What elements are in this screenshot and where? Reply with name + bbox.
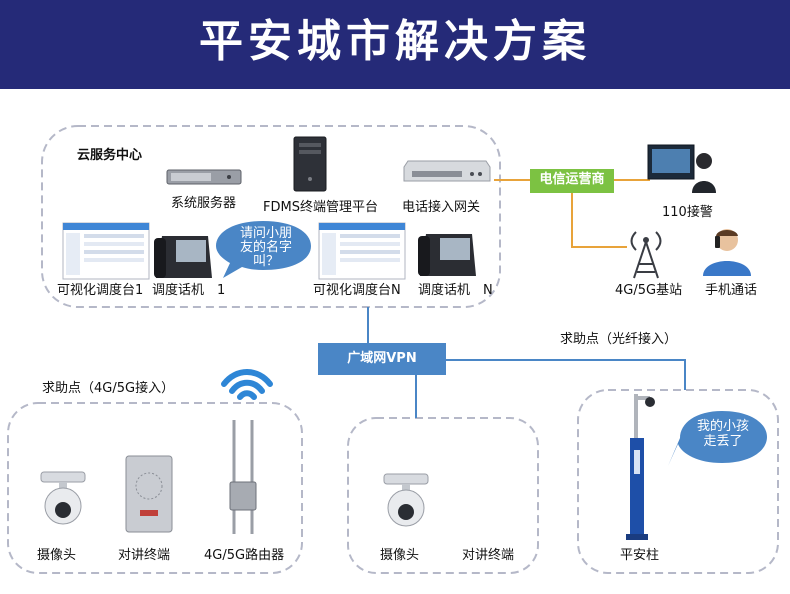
bubble-pillar-line1: 我的小孩 — [696, 419, 749, 434]
safety-pillar-icon — [626, 394, 655, 540]
link-operator-basestation — [571, 193, 627, 248]
dispatch-phone-1-icon — [154, 236, 212, 278]
telecom-operator-box: 电信运营商 — [530, 169, 614, 193]
speech-bubble-pillar — [668, 411, 767, 466]
base-station-icon — [630, 231, 662, 279]
tower-server-icon — [293, 136, 327, 192]
dispatch-console-n-icon — [318, 222, 406, 280]
speech-bubble-cloud — [216, 221, 311, 278]
intercom-left-icon — [125, 455, 173, 533]
fdms-label: FDMS终端管理平台 — [263, 200, 378, 215]
intercom-left-label: 对讲终端 — [118, 548, 171, 563]
help-4g-label: 求助点（4G/5G接入） — [42, 381, 175, 396]
camera-mid-label: 摄像头 — [380, 548, 420, 563]
gateway-icon — [403, 160, 491, 182]
dispatch-console-n-label: 可视化调度台N — [313, 283, 401, 298]
operator-desk-icon — [647, 144, 716, 193]
wifi-icon — [221, 369, 273, 400]
pillar-group-outline — [577, 389, 779, 574]
base-station-label: 4G/5G基站 — [615, 283, 683, 298]
dispatch-phone-1-label: 调度话机 1 — [152, 283, 226, 298]
cloud-center-label: 云服务中心 — [77, 148, 143, 163]
wan-vpn-box: 广域网VPN — [318, 343, 446, 375]
bubble-cloud-line3: 叫？ — [252, 254, 279, 269]
router-icon — [229, 420, 257, 534]
left-help-group-outline — [7, 402, 303, 574]
dispatch-phone-n-icon — [418, 234, 476, 276]
bubble-cloud-line2: 友的名字 — [239, 240, 292, 255]
dispatch-console-1-label: 可视化调度台1 — [57, 283, 144, 298]
camera-mid-icon — [383, 473, 429, 527]
mobile-call-label: 手机通话 — [705, 283, 758, 298]
bubble-cloud-line1: 请问小朋 — [239, 226, 292, 241]
dispatch-phone-n-label: 调度话机 N — [418, 283, 493, 298]
system-server-label: 系统服务器 — [171, 196, 237, 211]
intercom-mid-label: 对讲终端 — [462, 548, 515, 563]
dispatch-console-1-icon — [62, 222, 150, 280]
server-rack-icon — [166, 169, 242, 185]
camera-left-icon — [40, 471, 86, 525]
mobile-caller-icon — [703, 229, 751, 276]
alarm-110-label: 110接警 — [662, 205, 713, 220]
bubble-pillar-line2: 走丢了 — [703, 434, 743, 449]
router-label: 4G/5G路由器 — [204, 548, 285, 563]
phone-gateway-label: 电话接入网关 — [402, 200, 481, 215]
link-wan-pillar — [445, 359, 686, 390]
safety-pillar-label: 平安柱 — [620, 548, 660, 563]
help-fiber-label: 求助点（光纤接入） — [560, 332, 678, 347]
cloud-group-outline — [41, 125, 501, 308]
mid-help-group-outline — [347, 417, 539, 574]
page-title: 平安城市解决方案 — [199, 16, 591, 67]
title-banner: 平安城市解决方案 — [0, 0, 790, 89]
camera-left-label: 摄像头 — [37, 548, 77, 563]
